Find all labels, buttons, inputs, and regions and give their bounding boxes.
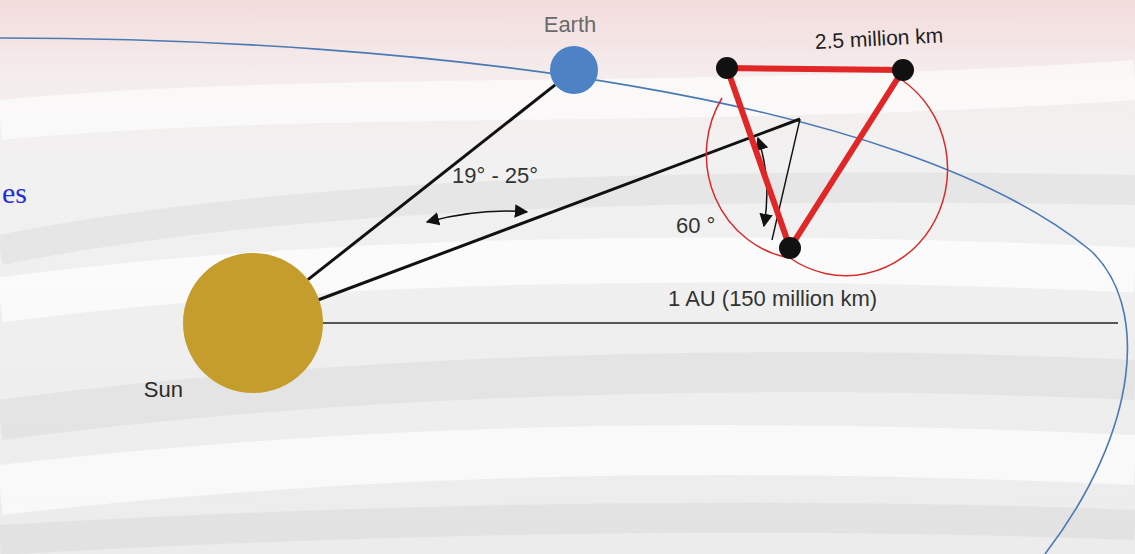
planet-circle: Earth <box>550 46 598 94</box>
angle-label: 19° - 25° <box>452 163 538 189</box>
sight-line <box>308 85 555 280</box>
angle-label: 60 ° <box>676 213 715 239</box>
distance-label: 1 AU (150 million km) <box>668 286 877 312</box>
normal-line <box>772 119 800 240</box>
angle-arrow <box>427 211 527 222</box>
node-label: Sun <box>144 377 183 403</box>
sun-to-constellation-line <box>318 119 800 300</box>
node-outline <box>183 253 323 393</box>
node-outline <box>550 46 598 94</box>
sun-circle: Sun <box>183 253 323 393</box>
au-line <box>320 322 1118 323</box>
node-label: Earth <box>544 12 597 38</box>
cut-off-text: es <box>2 176 27 210</box>
earth-orbit <box>0 38 1127 554</box>
lisa-triangle <box>716 57 914 259</box>
